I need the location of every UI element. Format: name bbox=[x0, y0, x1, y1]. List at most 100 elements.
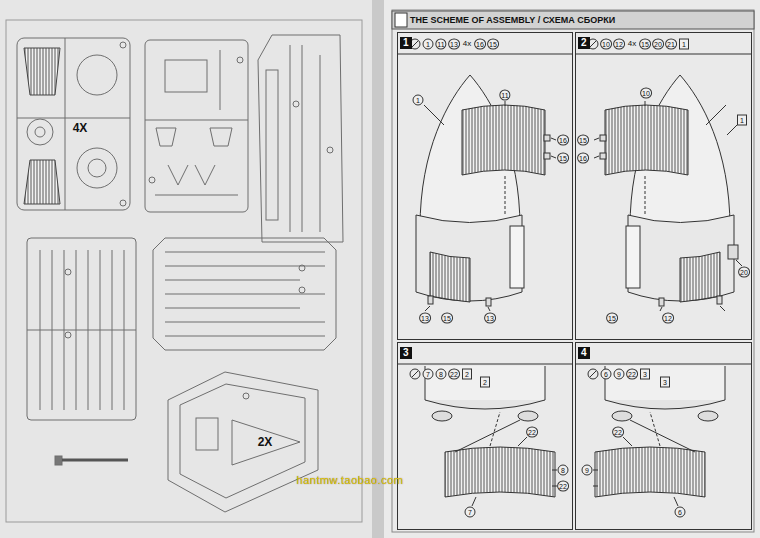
step-header-rule bbox=[590, 371, 596, 377]
step-header-rule bbox=[575, 54, 752, 55]
panel-part bbox=[727, 125, 737, 135]
callout-number: 15 bbox=[487, 39, 499, 50]
fairing-illustration bbox=[505, 101, 506, 106]
sprue-frame bbox=[120, 200, 126, 206]
sprue-frame bbox=[55, 456, 62, 465]
sprue-frame bbox=[145, 120, 248, 121]
callout-number: 16 bbox=[557, 135, 569, 146]
callout-number: 15 bbox=[557, 153, 569, 164]
step-header-rule bbox=[412, 371, 418, 377]
right-page bbox=[384, 0, 760, 538]
sprue-frame bbox=[165, 308, 300, 309]
callout-number: 6 bbox=[601, 369, 612, 380]
fairing-illustration bbox=[416, 215, 522, 301]
step-header-rule bbox=[397, 54, 573, 55]
sprue-frame bbox=[327, 147, 333, 153]
callout-number: 8 bbox=[436, 369, 447, 380]
callout-number: 10 bbox=[640, 88, 652, 99]
fairing-illustration bbox=[551, 156, 556, 158]
skirt-illustration bbox=[425, 366, 545, 400]
sprue-frame bbox=[290, 45, 291, 232]
right-page bbox=[395, 13, 407, 27]
skirt-illustration bbox=[552, 470, 557, 471]
skirt-illustration bbox=[518, 437, 527, 446]
step-reference: 1 bbox=[679, 39, 689, 50]
step-reference: 2 bbox=[462, 369, 472, 380]
fairing-illustration bbox=[510, 226, 524, 288]
sprue-frame bbox=[77, 148, 117, 188]
sprue-count: 2X bbox=[258, 435, 273, 449]
fairing-illustration bbox=[430, 252, 470, 302]
sprue-frame bbox=[293, 101, 299, 107]
callout-number: 7 bbox=[465, 507, 476, 518]
skirt-illustration bbox=[445, 447, 555, 497]
sprue-frame bbox=[299, 287, 305, 293]
sprue-frame bbox=[24, 160, 60, 204]
step-number: 2 bbox=[578, 37, 590, 49]
panel-part bbox=[727, 125, 742, 266]
fairing-illustration bbox=[544, 153, 550, 159]
left-page bbox=[0, 0, 376, 538]
sprue-frame bbox=[168, 372, 318, 512]
right-page bbox=[392, 10, 754, 532]
step-panel: 2 bbox=[575, 32, 752, 340]
callout-number: 15 bbox=[606, 313, 618, 324]
callout-number: 13 bbox=[448, 39, 460, 50]
fairing-illustration bbox=[551, 138, 556, 140]
callout-number: 16 bbox=[474, 39, 486, 50]
sprue-frame bbox=[302, 45, 303, 232]
skirt-illustration bbox=[455, 420, 520, 452]
callout-number: 13 bbox=[484, 313, 496, 324]
sprue-frame bbox=[120, 42, 126, 48]
sprue-frame bbox=[266, 70, 278, 220]
fairing-illustration bbox=[488, 307, 490, 311]
watermark: hantmw.taobao.com bbox=[297, 474, 404, 487]
sprue-frame bbox=[88, 159, 106, 177]
callout-number: 21 bbox=[665, 39, 677, 50]
callout-number: 1 bbox=[423, 39, 434, 50]
step-reference: 3 bbox=[640, 369, 650, 380]
callout-number: 6 bbox=[675, 507, 686, 518]
left-page bbox=[6, 20, 362, 522]
callout-number: 8 bbox=[558, 465, 569, 476]
sprue-frame bbox=[165, 280, 300, 281]
callout-number: 16 bbox=[577, 153, 589, 164]
callout-number: 12 bbox=[662, 313, 674, 324]
fairing-illustration bbox=[424, 105, 444, 125]
fairing-illustration bbox=[425, 306, 430, 311]
step-reference: 1 bbox=[737, 115, 747, 126]
skirt-illustration bbox=[545, 366, 546, 400]
callout-number: 13 bbox=[419, 313, 431, 324]
callout-number: 22 bbox=[557, 481, 569, 492]
callout-number: 12 bbox=[613, 39, 625, 50]
callout-number: 22 bbox=[626, 369, 638, 380]
instruction-sheet bbox=[593, 366, 725, 506]
sprue-frame bbox=[258, 35, 343, 242]
sprue-frame bbox=[196, 418, 218, 450]
instruction-sheet bbox=[594, 75, 734, 311]
skirt-illustration bbox=[472, 497, 476, 506]
callout-number: 15 bbox=[441, 313, 453, 324]
sprue-frame bbox=[165, 336, 325, 337]
right-page bbox=[384, 0, 760, 538]
step-number: 1 bbox=[400, 37, 412, 49]
callout-number: 10 bbox=[600, 39, 612, 50]
sprue-frame bbox=[27, 119, 53, 145]
sheet-title: THE SCHEME OF ASSEMBLY / СХЕМА СБОРКИ bbox=[410, 13, 615, 28]
sprue-frame bbox=[35, 127, 45, 137]
sprue-frame bbox=[232, 420, 300, 465]
sprue-frame bbox=[165, 60, 207, 92]
sprue-frame bbox=[62, 459, 128, 462]
sprue-frame bbox=[24, 48, 60, 95]
callout-number: 1 bbox=[413, 95, 424, 106]
sprue-frame bbox=[17, 118, 130, 119]
step-header-rule bbox=[590, 41, 596, 47]
sprue-frame bbox=[165, 322, 325, 323]
sprue-frame bbox=[165, 252, 325, 253]
sprue-frame bbox=[156, 128, 176, 146]
sprue-frame bbox=[27, 330, 136, 331]
step-header-rule bbox=[397, 364, 573, 365]
panel-part bbox=[728, 245, 738, 259]
callout-number: 11 bbox=[499, 90, 510, 101]
